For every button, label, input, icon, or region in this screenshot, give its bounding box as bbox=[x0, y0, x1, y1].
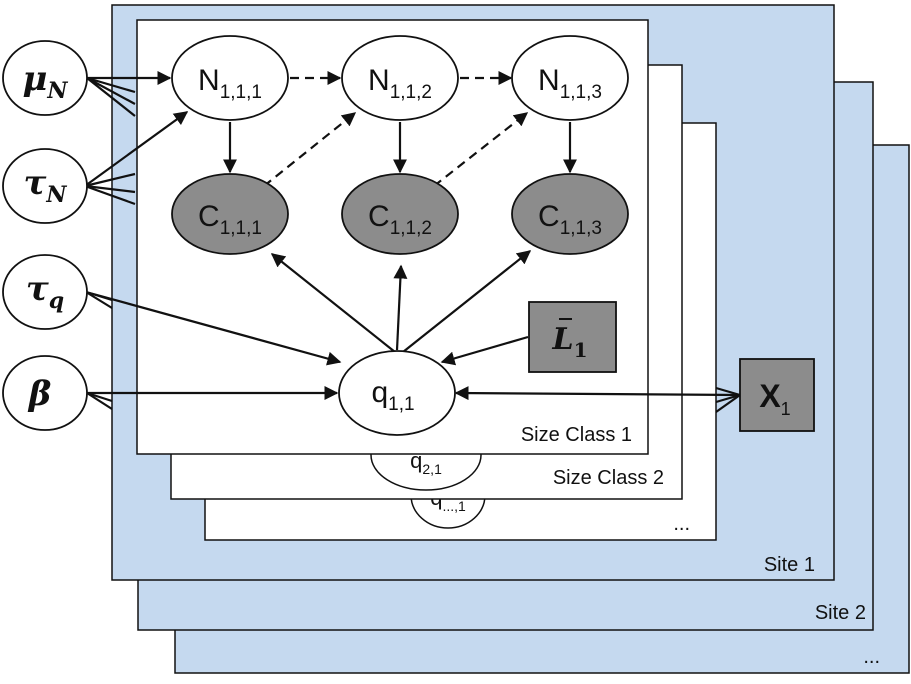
tau-q-node bbox=[2, 254, 88, 330]
n111-node bbox=[171, 35, 289, 121]
edges-hyper bbox=[84, 71, 741, 413]
c111-node bbox=[171, 173, 289, 255]
n111-label: N1,1,1 bbox=[198, 64, 262, 103]
c113-label: C1,1,3 bbox=[538, 200, 602, 239]
size-class-label-1: Size Class 1 bbox=[521, 424, 632, 446]
n112-node bbox=[341, 35, 459, 121]
tau-n-label: τN bbox=[24, 163, 68, 208]
q11-label: q1,1 bbox=[371, 376, 414, 415]
beta-node bbox=[2, 355, 88, 431]
mu-n-label: μN bbox=[23, 59, 69, 104]
site-label-1: Site 1 bbox=[764, 554, 815, 576]
tau-n-node bbox=[2, 148, 88, 224]
n113-label: N1,1,3 bbox=[538, 64, 602, 103]
q11-node bbox=[338, 350, 456, 436]
l1-node bbox=[528, 301, 617, 373]
n112-label: N1,1,2 bbox=[368, 64, 432, 103]
beta-label: β bbox=[27, 374, 52, 414]
c111-label: C1,1,1 bbox=[198, 200, 262, 239]
site-label-2: Site 2 bbox=[815, 602, 866, 624]
size-class-label-3: ... bbox=[673, 513, 690, 535]
mu-n-node bbox=[2, 40, 88, 116]
size-class-label-2: Size Class 2 bbox=[553, 467, 664, 489]
edges-dashed bbox=[263, 71, 529, 187]
c113-node bbox=[511, 173, 629, 255]
site-label-3: ... bbox=[863, 646, 880, 668]
tau-q-label: τq bbox=[26, 269, 64, 314]
edges-internal bbox=[223, 122, 577, 366]
c112-label: C1,1,2 bbox=[368, 200, 432, 239]
n113-node bbox=[511, 35, 629, 121]
x1-label: X1 bbox=[759, 378, 790, 419]
x1-node bbox=[739, 358, 815, 432]
c112-node bbox=[341, 173, 459, 255]
l1-label: L1 bbox=[551, 322, 587, 362]
